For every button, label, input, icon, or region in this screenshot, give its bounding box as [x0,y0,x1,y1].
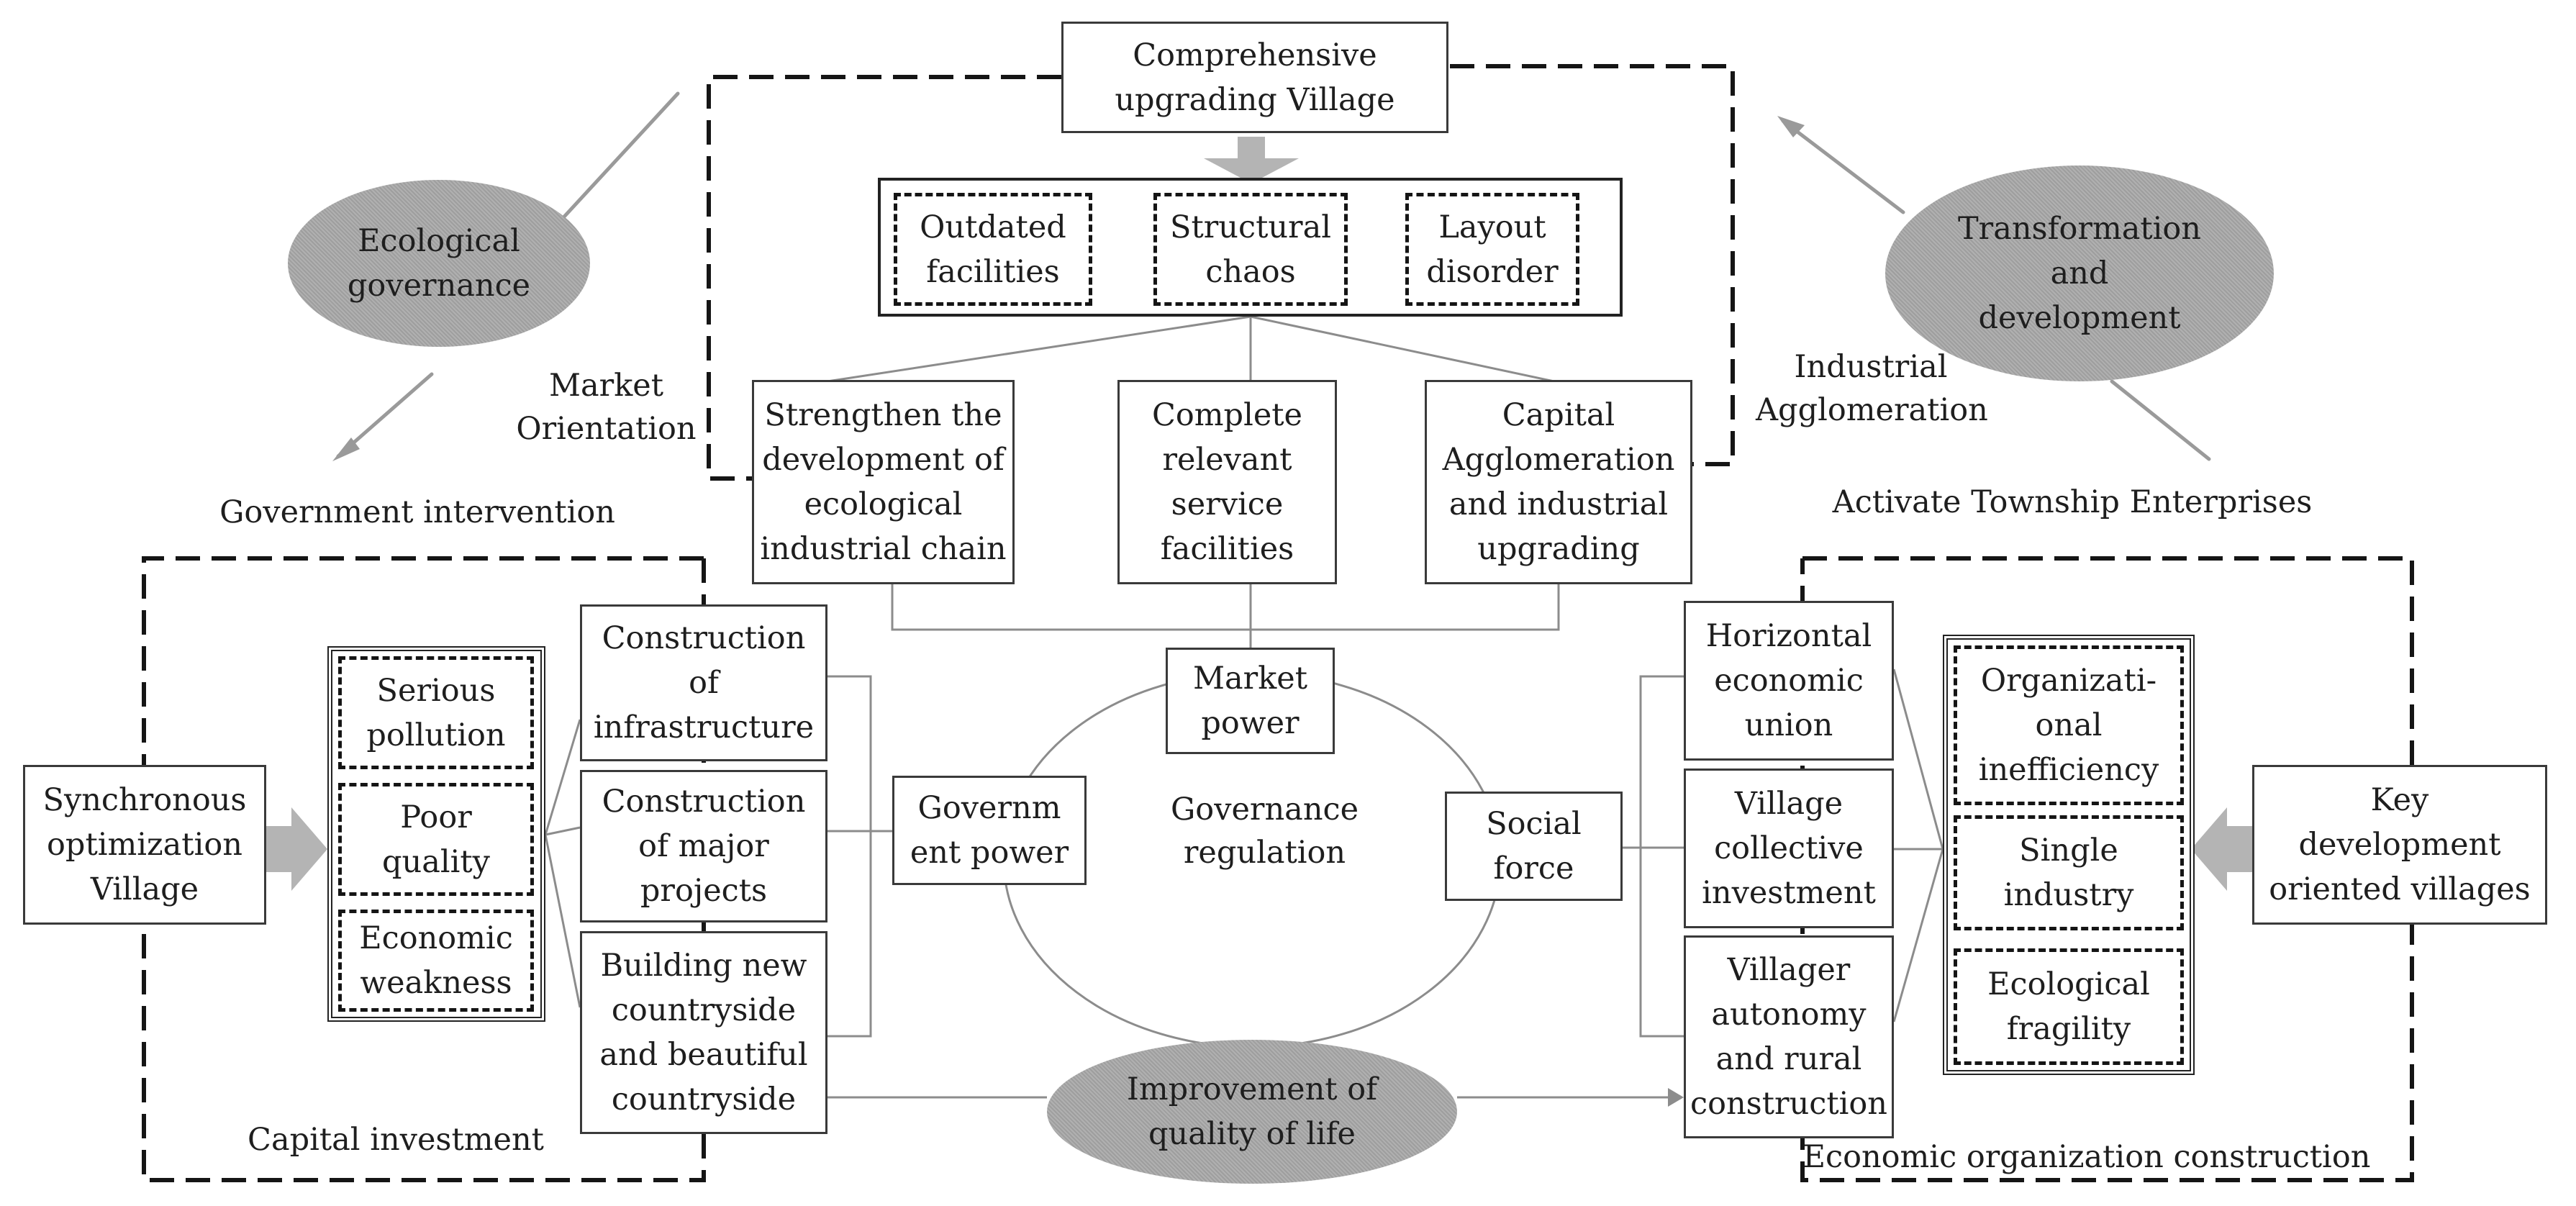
quality-of-life-ellipse: Improvement of quality of life [1047,1040,1457,1184]
economic-weakness-box: Economic weakness [338,910,534,1012]
arrow-transformation-down [2110,379,2211,461]
activate-township-label: Activate Township Enterprises [1832,484,2313,520]
outdated-facilities-box: Outdated facilities [894,193,1092,306]
key-development-villages-box: Key development oriented villages [2252,765,2547,925]
poor-quality-box: Poor quality [338,783,534,896]
market-orientation-label: Market Orientation [516,368,697,447]
market-power-box: Market power [1166,648,1335,754]
ecological-industrial-chain-box: Strengthen the development of ecological… [752,380,1015,584]
service-facilities-box: Complete relevant service facilities [1117,380,1337,584]
synchronous-optimization-village-box: Synchronous optimization Village [23,765,266,925]
ecological-fragility-box: Ecological fragility [1954,948,2184,1065]
comprehensive-upgrading-village-box: Comprehensive upgrading Village [1061,22,1448,133]
village-collective-investment-box: Village collective investment [1684,769,1894,928]
government-intervention-label: Government intervention [219,494,615,530]
capital-agglomeration-box: Capital Agglomeration and industrial upg… [1425,380,1692,584]
block-arrow-left [266,807,327,891]
government-power-box: Governm ent power [892,776,1087,885]
connector-problems-to-measure-left [827,315,1251,383]
bracket-left-measures [827,675,872,1038]
arrow-transformation-up [1781,119,1905,214]
major-projects-box: Construction of major projects [580,770,827,922]
bracket-right-measures [1639,675,1684,1038]
organizational-inefficiency-box: Organizati- onal inefficiency [1954,645,2184,805]
layout-disorder-box: Layout disorder [1405,193,1579,306]
infrastructure-box: Construction of infrastructure [580,604,827,761]
transformation-development-ellipse: Transformation and development [1885,166,2274,381]
bracket-top-measures [891,584,1560,631]
top-region-frame [707,75,1061,481]
right-region-frame [1800,556,2414,1182]
economic-organization-label: Economic organization construction [1802,1139,2371,1175]
capital-investment-label: Capital investment [248,1122,544,1158]
single-industry-box: Single industry [1954,815,2184,930]
new-countryside-box: Building new countryside and beautiful c… [580,931,827,1134]
horizontal-economic-union-box: Horizontal economic union [1684,601,1894,761]
block-arrow-top [1204,137,1299,183]
structural-chaos-box: Structural chaos [1153,193,1348,306]
serious-pollution-box: Serious pollution [338,656,534,769]
governance-regulation-label: Governance regulation [1170,792,1359,871]
villager-autonomy-box: Villager autonomy and rural construction [1684,935,1894,1138]
block-arrow-right [2191,807,2252,891]
industrial-agglomeration-label: Industrial Agglomeration [1756,349,1988,428]
ecological-governance-ellipse: Ecological governance [288,180,590,347]
social-force-box: Social force [1445,792,1623,901]
top-region-frame-right [1450,64,1735,466]
connector-problems-to-measure-right [1250,315,1555,383]
